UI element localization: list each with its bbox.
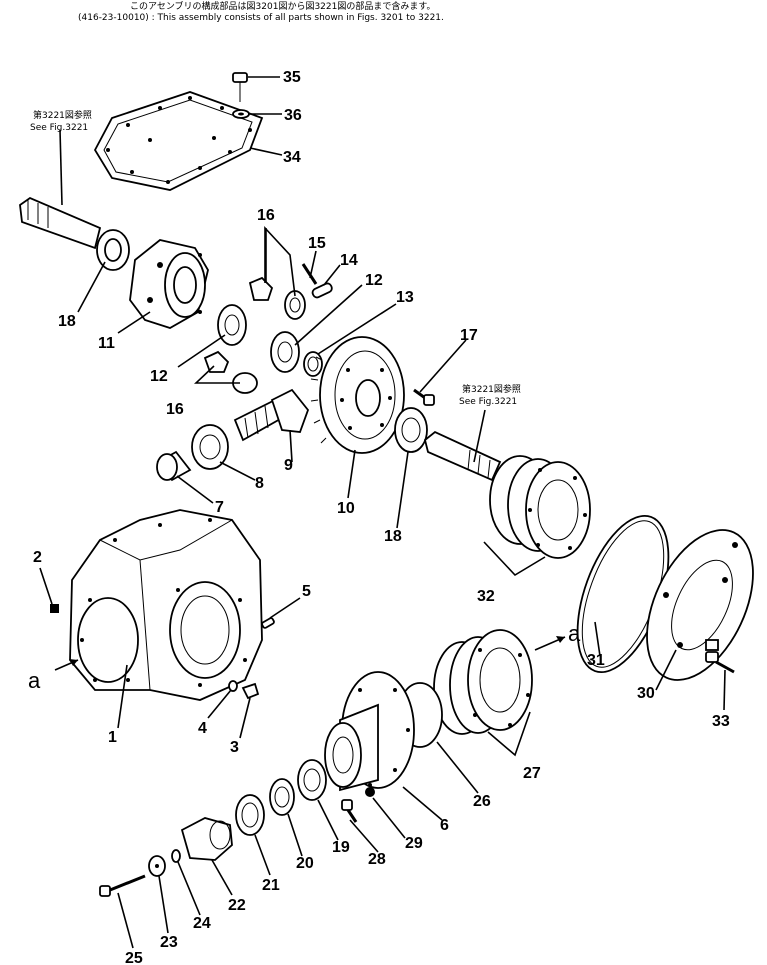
callout-10: 10	[337, 500, 355, 517]
part-16-pinion-upper-a	[248, 276, 274, 301]
part-17-bolt	[413, 388, 435, 406]
part-11-differential-case	[129, 239, 209, 329]
callout-11: 11	[98, 335, 115, 352]
part-4-washer	[228, 680, 238, 692]
part-19-bearing	[297, 759, 327, 801]
ref-upper-en: See Fig.3221	[30, 123, 88, 133]
part-35-bolt	[232, 72, 248, 102]
part-15-pin	[301, 263, 318, 285]
part-16-pinion-upper-b	[284, 290, 306, 320]
upper-shaft	[19, 196, 102, 250]
part-16-pinion-lower-a	[203, 350, 230, 373]
part-30-cover	[646, 529, 754, 681]
reference-notes: 第3221図参照 See Fig.3221 第3221図参照 See Fig.3…	[30, 109, 521, 407]
callout-8: 8	[255, 475, 264, 492]
callout-24: 24	[193, 915, 211, 932]
part-29-washer	[365, 787, 375, 797]
part-3-plug	[241, 682, 260, 700]
callout-26: 26	[473, 793, 491, 810]
part-24-o-ring	[171, 849, 181, 863]
part-33-bolt	[705, 651, 735, 674]
callout-14: 14	[340, 252, 358, 269]
part-25-bolt	[99, 874, 146, 897]
callout-12-left: 12	[150, 368, 168, 385]
callout-3: 3	[230, 739, 239, 756]
callout-numbers: 35 36 34 16 15 14 12 13 18 11 12 16 17 9…	[33, 69, 730, 965]
callout-28: 28	[368, 851, 386, 868]
ref-right-jp: 第3221図参照	[462, 383, 521, 395]
view-marker-right: a	[568, 621, 581, 646]
part-21-seal	[235, 794, 265, 836]
header-english-line: (416-23-10010) : This assembly consists …	[78, 13, 444, 23]
part-36-washer	[232, 109, 250, 119]
callout-13: 13	[396, 289, 414, 306]
part-1-housing	[69, 509, 263, 701]
callout-20: 20	[296, 855, 314, 872]
callout-32: 32	[477, 588, 495, 605]
part-20-bearing	[269, 778, 295, 816]
callout-5: 5	[302, 583, 311, 600]
right-shaft	[423, 430, 502, 482]
part-10-ring-gear	[310, 336, 405, 454]
part-7-collar	[156, 450, 192, 482]
callout-15: 15	[308, 235, 326, 252]
callout-19: 19	[332, 839, 350, 856]
part-32-disc-pack	[489, 455, 591, 559]
callout-23: 23	[160, 934, 178, 951]
view-marker-left: a	[28, 668, 41, 693]
callout-12-right: 12	[365, 272, 383, 289]
callout-29: 29	[405, 835, 423, 852]
callout-35: 35	[283, 69, 301, 86]
callout-33: 33	[712, 713, 730, 730]
part-27-disc-pack	[433, 629, 533, 735]
view-markers: a a	[28, 621, 581, 693]
callout-4: 4	[198, 720, 207, 737]
callout-2: 2	[33, 549, 42, 566]
callout-22: 22	[228, 897, 246, 914]
callout-1: 1	[108, 729, 117, 746]
callout-16-upper: 16	[257, 207, 275, 224]
ref-upper-jp: 第3221図参照	[33, 109, 92, 121]
part-9-pinion-shaft	[233, 388, 310, 442]
callout-21: 21	[262, 877, 280, 894]
callout-16-lower: 16	[166, 401, 184, 418]
part-2-plug	[50, 604, 59, 613]
part-8-bearing	[191, 424, 229, 470]
callout-31: 31	[587, 652, 605, 669]
callout-25: 25	[125, 950, 143, 965]
header-japanese-line: このアセンブリの構成部品は図3201図から図3221図の部品まで含みます。	[130, 2, 436, 12]
part-14-shaft	[311, 282, 333, 299]
leader-lines	[39, 76, 726, 949]
part-12-side-gear-left	[217, 304, 247, 346]
part-5-pin	[261, 617, 275, 629]
callout-7: 7	[215, 499, 224, 516]
ref-right-en: See Fig.3221	[459, 397, 517, 407]
part-18-bearing-right	[394, 407, 428, 453]
header: このアセンブリの構成部品は図3201図から図3221図の部品まで含みます。 (4…	[0, 0, 767, 30]
part-34-cover-plate	[93, 91, 264, 191]
part-23-washer	[148, 855, 166, 877]
callout-27: 27	[523, 765, 541, 782]
part-6-carrier	[324, 671, 415, 792]
part-18-bearing-upper	[96, 229, 130, 271]
callout-9: 9	[284, 457, 293, 474]
callout-18-right: 18	[384, 528, 402, 545]
callout-36: 36	[284, 107, 302, 124]
part-28-bolt	[341, 799, 358, 823]
callout-34: 34	[283, 149, 301, 166]
part-12-side-gear-right	[270, 331, 300, 373]
callout-17: 17	[460, 327, 478, 344]
callout-18-upper: 18	[58, 313, 76, 330]
callout-6: 6	[440, 817, 449, 834]
callout-30: 30	[637, 685, 655, 702]
part-22-coupling	[180, 817, 233, 861]
part-13-thrust-washer	[303, 351, 323, 377]
